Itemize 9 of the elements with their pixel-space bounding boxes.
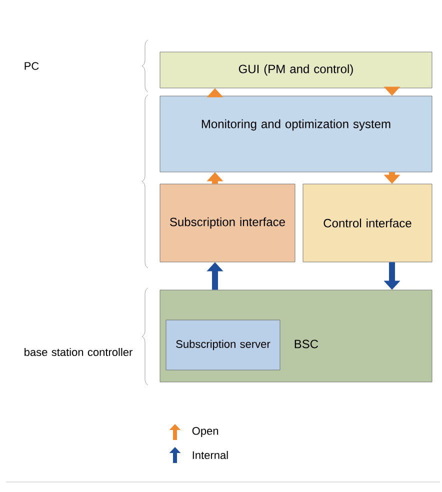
layer-label: PC bbox=[24, 62, 39, 70]
layer-label: base station controller bbox=[24, 348, 132, 356]
server-box: Subscription server bbox=[166, 320, 280, 370]
legend-label: Internal bbox=[192, 450, 228, 460]
gui-box: GUI (PM and control) bbox=[160, 52, 432, 88]
system-box: Monitoring and optimization system bbox=[160, 96, 432, 172]
interface-box: Subscription interface bbox=[160, 184, 296, 262]
interface-box: Control interface bbox=[302, 184, 432, 262]
legend-label: Open bbox=[192, 427, 218, 437]
